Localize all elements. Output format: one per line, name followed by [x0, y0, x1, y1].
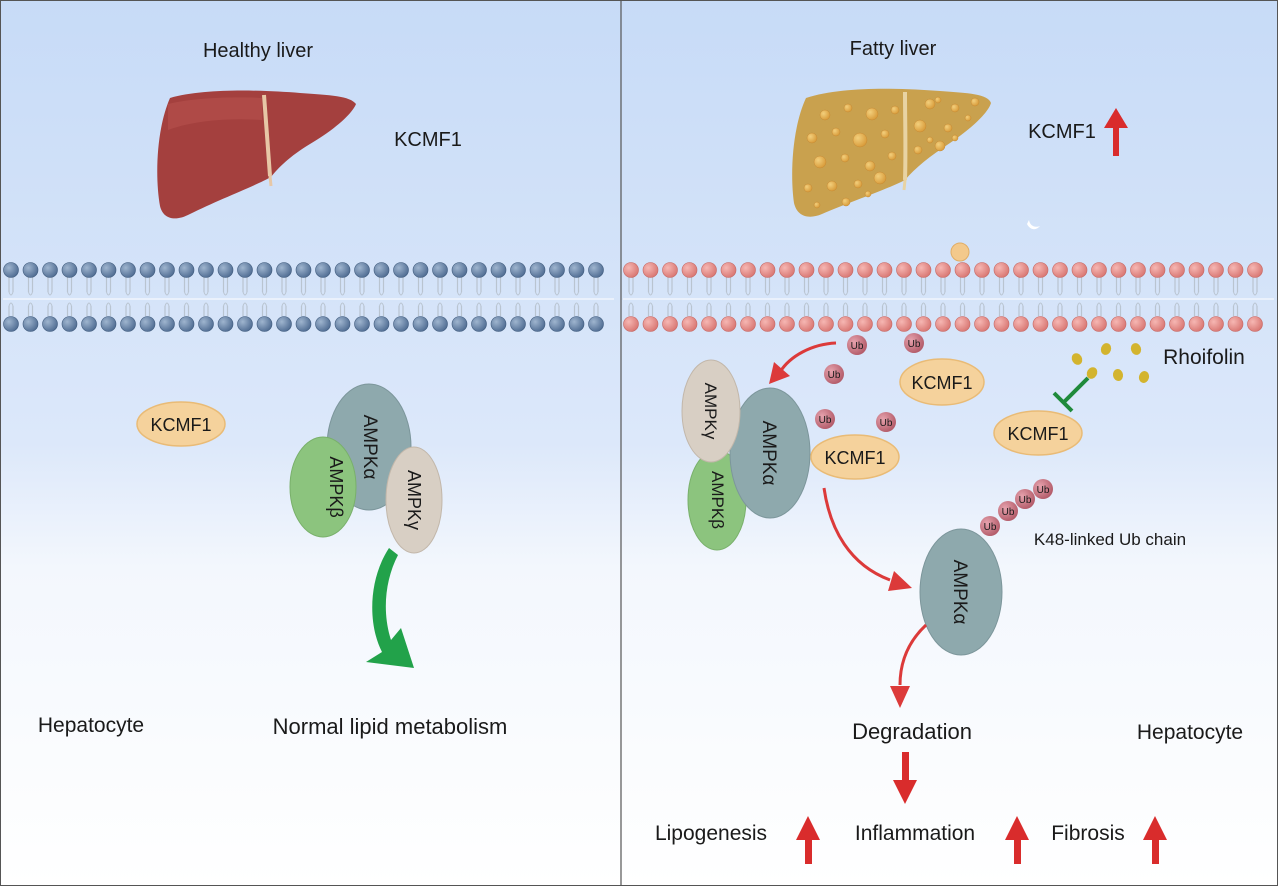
ubiquitin-tag: Ub: [904, 333, 924, 353]
normal-metabolism-arrow: [366, 548, 414, 668]
normal-lipid-metabolism-label: Normal lipid metabolism: [273, 714, 508, 739]
svg-text:Ub: Ub: [1002, 507, 1015, 518]
ubiquitin-tag: Ub: [824, 364, 844, 384]
ampk-alpha-label-fatty: AMPKα: [758, 421, 779, 486]
degradation-down-arrow: [893, 752, 917, 804]
svg-text:Ub: Ub: [819, 415, 832, 426]
ampk-gamma-label-healthy: AMPKγ: [404, 470, 424, 530]
ampk-gamma-label-fatty: AMPKγ: [701, 383, 720, 440]
cell-membrane-fatty: [623, 262, 1274, 332]
lipogenesis-up-arrow: [796, 816, 820, 864]
degradation-arrow: [890, 623, 928, 708]
rhoifolin-label: Rhoifolin: [1163, 346, 1245, 369]
svg-text:Ub: Ub: [1037, 485, 1050, 496]
ubiquitination-arrow: [769, 341, 837, 384]
kcmf1-up-arrow: [1104, 108, 1128, 156]
lipid-droplet: [950, 242, 970, 262]
ampk-gamma-healthy: AMPKγ: [385, 446, 443, 554]
hepatocyte-label-fatty: Hepatocyte: [1137, 721, 1243, 744]
svg-text:Ub: Ub: [1019, 495, 1032, 506]
svg-text:Ub: Ub: [880, 418, 893, 429]
kcmf1-label-healthy: KCMF1: [150, 415, 211, 435]
degradation-label: Degradation: [852, 719, 972, 744]
lipid-droplet-small: [1027, 220, 1040, 230]
ampk-beta-label-healthy: AMPKβ: [326, 456, 346, 517]
ubiquitin-tag: Ub: [847, 335, 867, 355]
inflammation-label: Inflammation: [855, 822, 975, 845]
fibrosis-label: Fibrosis: [1051, 822, 1125, 845]
svg-text:Ub: Ub: [908, 339, 921, 350]
kcmf1-protein-complex: KCMF1: [810, 434, 900, 480]
ampk-complex-fatty: AMPKβ AMPKα AMPKγ: [681, 359, 811, 551]
inflammation-up-arrow: [1005, 816, 1029, 864]
fatty-kcmf1-label: KCMF1: [1028, 121, 1096, 143]
ampk-alpha-label-degraded: AMPKα: [949, 560, 970, 625]
kcmf1-protein-healthy: KCMF1: [136, 401, 226, 447]
inhibition-symbol: [1052, 376, 1090, 413]
ampk-beta-label-fatty: AMPKβ: [708, 471, 727, 529]
svg-text:Ub: Ub: [828, 370, 841, 381]
dissociation-arrow: [822, 487, 912, 591]
kcmf1-protein-inhibited: KCMF1: [993, 410, 1083, 456]
healthy-kcmf1-label: KCMF1: [394, 129, 462, 151]
ampk-alpha-fatty: AMPKα: [729, 387, 811, 519]
ampk-beta-fatty: AMPKβ: [687, 449, 747, 551]
svg-text:Ub: Ub: [984, 522, 997, 533]
hepatocyte-label-healthy: Hepatocyte: [38, 714, 144, 737]
lipogenesis-label: Lipogenesis: [655, 822, 767, 845]
ampk-alpha-degraded: AMPKα: [919, 528, 1003, 656]
ubiquitin-tag: Ub: [876, 412, 896, 432]
cell-membrane-healthy: [3, 262, 614, 332]
k48-chain-label: K48-linked Ub chain: [1034, 530, 1186, 549]
ampk-alpha-label-healthy: AMPKα: [359, 415, 380, 480]
ubiquitin-tag: Ub: [1033, 479, 1053, 499]
svg-text:Ub: Ub: [851, 341, 864, 352]
ubiquitin-tag: Ub: [1015, 489, 1035, 509]
ubiquitin-tag: Ub: [980, 516, 1000, 536]
kcmf1-label-free: KCMF1: [911, 373, 972, 393]
fibrosis-up-arrow: [1143, 816, 1167, 864]
ampk-gamma-fatty: AMPKγ: [681, 359, 741, 463]
fatty-liver-icon: [792, 88, 991, 217]
kcmf1-label-complex: KCMF1: [824, 448, 885, 468]
ubiquitin-tag: Ub: [815, 409, 835, 429]
healthy-liver-title: Healthy liver: [203, 40, 313, 62]
kcmf1-protein-free: KCMF1: [899, 358, 985, 406]
fat-droplets: [803, 96, 980, 209]
rhoifolin-molecules: [1071, 343, 1150, 383]
kcmf1-label-inhibited: KCMF1: [1007, 424, 1068, 444]
ampk-complex-healthy: AMPKα AMPKβ AMPKγ: [289, 383, 443, 554]
ubiquitin-tag: Ub: [998, 501, 1018, 521]
ubiquitin-chain: Ub Ub Ub Ub: [980, 479, 1053, 536]
ampk-beta-healthy: AMPKβ: [289, 436, 357, 538]
fatty-liver-title: Fatty liver: [850, 38, 937, 60]
healthy-liver-icon: [157, 90, 356, 219]
